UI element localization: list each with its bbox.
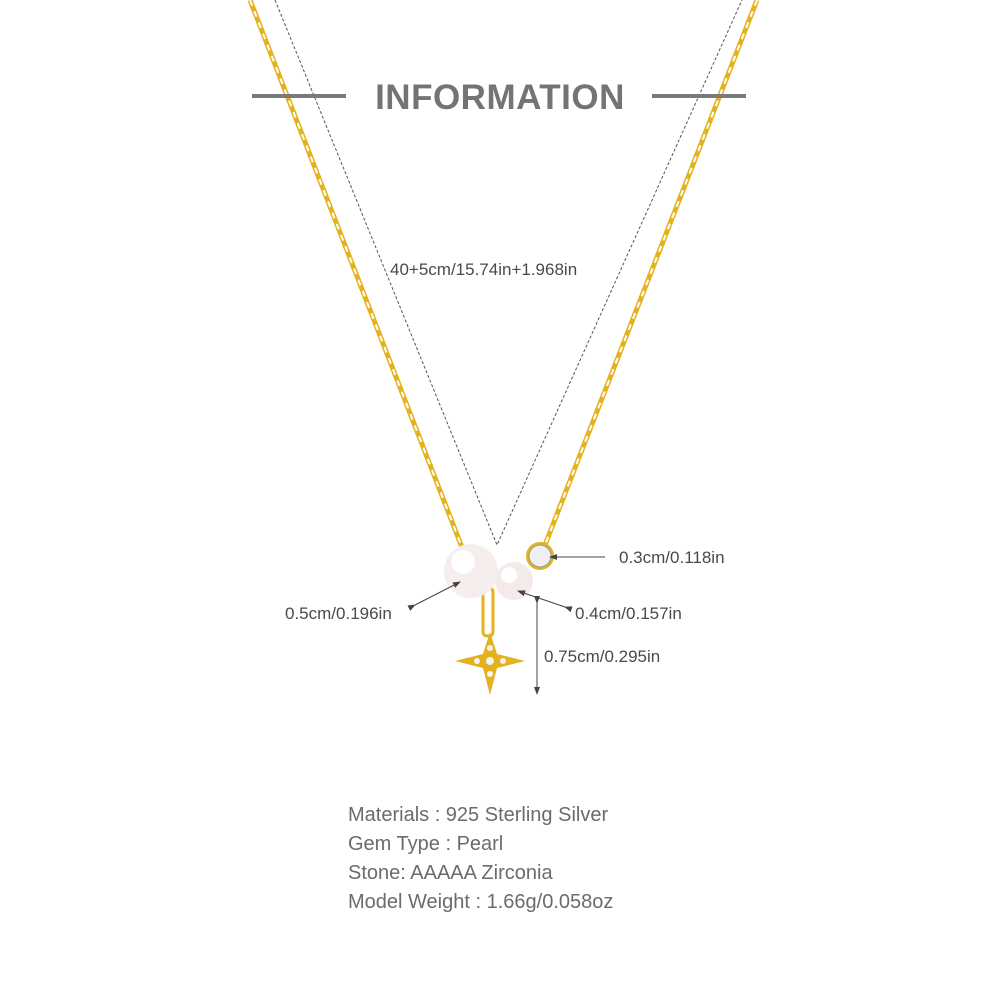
- chain-right: [542, 0, 760, 546]
- title-divider-left: [252, 94, 346, 98]
- large-pearl-arrow: [407, 581, 461, 611]
- large-pearl-size-label: 0.5cm/0.196in: [285, 604, 392, 623]
- small-pearl-arrow: [517, 590, 573, 613]
- small-pearl-size-label: 0.4cm/0.157in: [575, 604, 682, 623]
- spec-gem-type: Gem Type : Pearl: [348, 833, 504, 855]
- title-divider-right: [652, 94, 746, 98]
- spec-materials: Materials : 925 Sterling Silver: [348, 804, 609, 826]
- large-pearl: [444, 544, 498, 598]
- chain-left: [247, 0, 466, 551]
- star-pendant: [455, 632, 525, 695]
- stone-size-label: 0.3cm/0.118in: [619, 548, 725, 567]
- page-title: INFORMATION: [375, 78, 625, 117]
- pendant-bail: [481, 586, 495, 638]
- zirconia-stone: [526, 542, 554, 570]
- chain-length-label: 40+5cm/15.74in+1.968in: [390, 260, 578, 279]
- pendant-height-label: 0.75cm/0.295in: [544, 647, 661, 666]
- length-guide-line: [274, 0, 743, 547]
- spec-model-weight: Model Weight : 1.66g/0.058oz: [348, 891, 614, 913]
- spec-stone: Stone: AAAAA Zirconia: [348, 862, 553, 884]
